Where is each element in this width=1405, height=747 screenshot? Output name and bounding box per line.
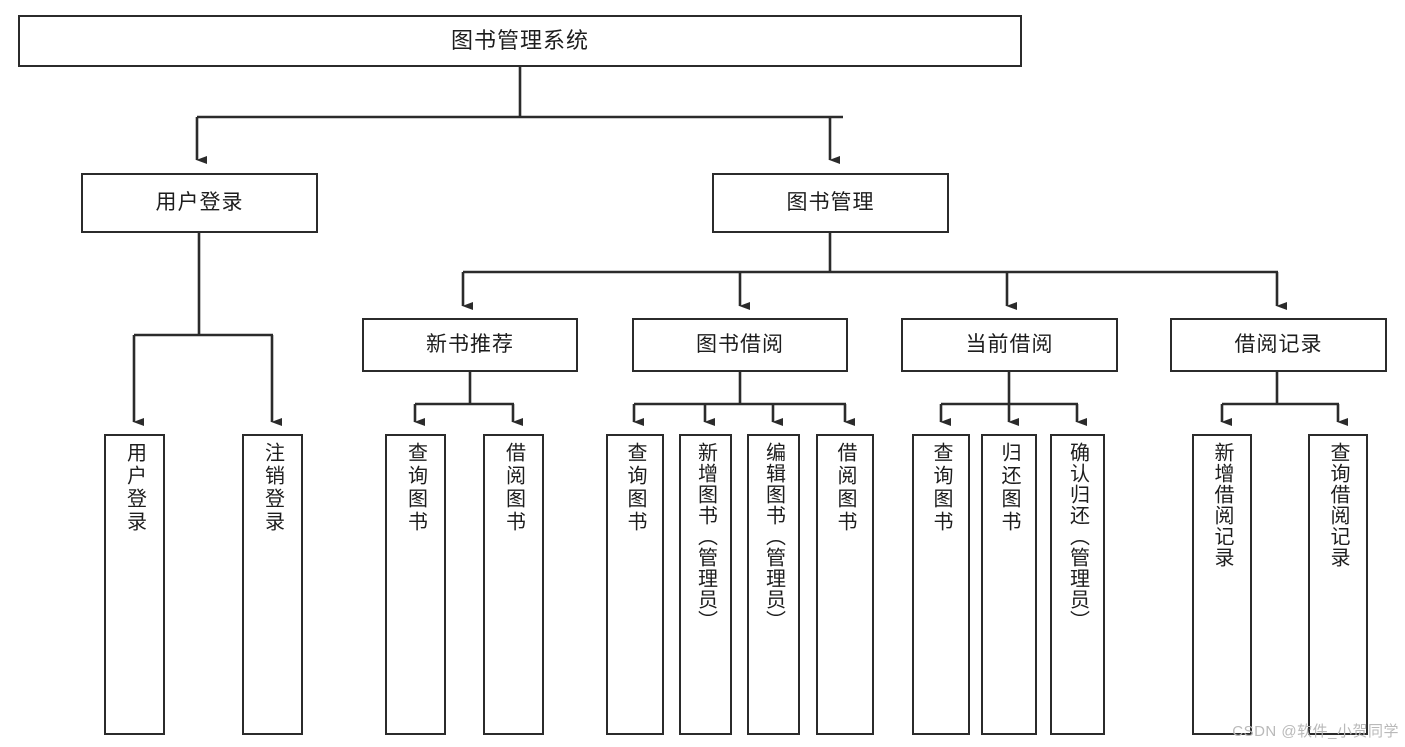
leaf-return-book[interactable]: 归还图书 [981, 434, 1037, 735]
leaf-query-book-current[interactable]: 查询图书 [912, 434, 970, 735]
node-book-management[interactable]: 图书管理 [712, 173, 949, 233]
node-label: 新增借阅记录 [1211, 442, 1233, 568]
node-label: 新增图书（管理员） [694, 442, 717, 631]
node-label: 归还图书 [998, 442, 1020, 534]
node-new-book-recommend[interactable]: 新书推荐 [362, 318, 578, 372]
node-label: 用户登录 [123, 442, 146, 534]
node-label: 图书管理 [786, 190, 875, 214]
node-label: 注销登录 [261, 442, 284, 534]
node-label: 确认归还（管理员） [1066, 442, 1089, 631]
node-root-book-management-system[interactable]: 图书管理系统 [18, 15, 1022, 67]
leaf-query-book-borrow[interactable]: 查询图书 [606, 434, 664, 735]
leaf-confirm-return-admin[interactable]: 确认归还（管理员） [1050, 434, 1105, 735]
node-label: 图书管理系统 [450, 28, 589, 54]
leaf-borrow-book-recommend[interactable]: 借阅图书 [483, 434, 544, 735]
node-label: 图书借阅 [696, 332, 784, 356]
node-label: 查询借阅记录 [1327, 442, 1349, 568]
node-label: 查询图书 [404, 442, 427, 534]
node-label: 查询图书 [624, 442, 646, 534]
node-label: 查询图书 [930, 442, 952, 534]
node-label: 新书推荐 [426, 332, 514, 356]
leaf-user-login[interactable]: 用户登录 [104, 434, 165, 735]
node-label: 编辑图书（管理员） [762, 442, 785, 631]
node-user-login[interactable]: 用户登录 [81, 173, 318, 233]
leaf-query-borrow-record[interactable]: 查询借阅记录 [1308, 434, 1368, 735]
leaf-query-book-recommend[interactable]: 查询图书 [385, 434, 446, 735]
node-book-borrow[interactable]: 图书借阅 [632, 318, 848, 372]
csdn-watermark: CSDN @软件_小贺同学 [1232, 723, 1399, 740]
node-borrow-record[interactable]: 借阅记录 [1170, 318, 1387, 372]
node-label: 借阅记录 [1234, 332, 1323, 356]
node-current-borrow[interactable]: 当前借阅 [901, 318, 1118, 372]
leaf-edit-book-admin[interactable]: 编辑图书（管理员） [747, 434, 800, 735]
leaf-add-borrow-record[interactable]: 新增借阅记录 [1192, 434, 1252, 735]
node-label: 借阅图书 [502, 442, 525, 534]
leaf-logout-login[interactable]: 注销登录 [242, 434, 303, 735]
node-label: 用户登录 [155, 190, 244, 214]
node-label: 当前借阅 [965, 332, 1054, 356]
leaf-borrow-book-borrow[interactable]: 借阅图书 [816, 434, 874, 735]
node-label: 借阅图书 [834, 442, 856, 534]
leaf-add-book-admin[interactable]: 新增图书（管理员） [679, 434, 732, 735]
